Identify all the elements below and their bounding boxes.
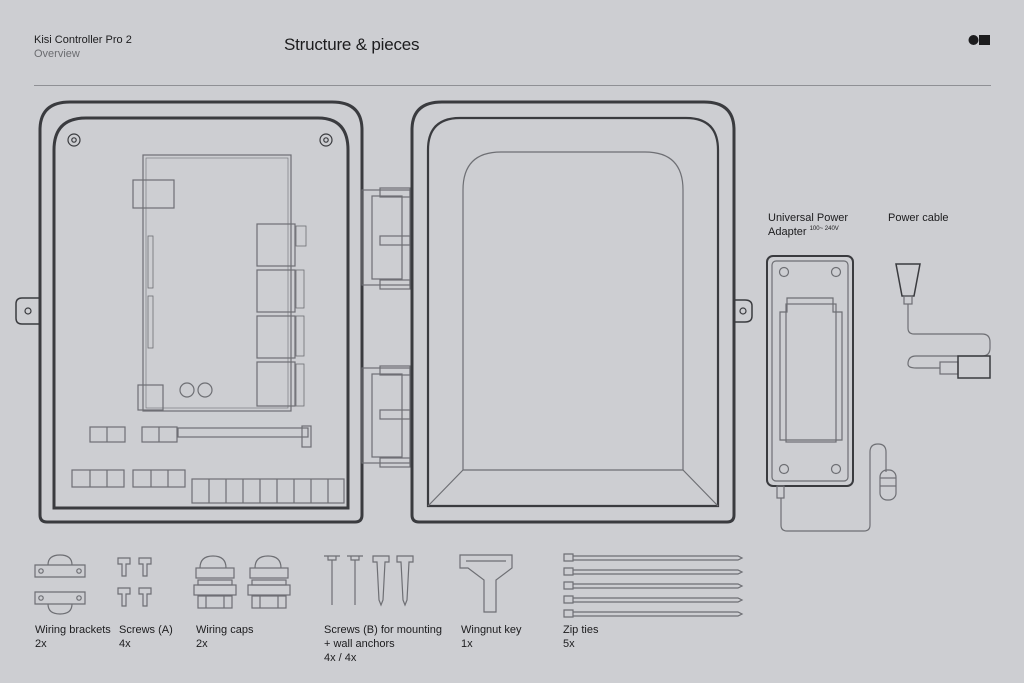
enclosure-lid (410, 100, 753, 524)
part-wingnut-key: Wingnut key 1x (461, 624, 522, 650)
product-heading: Kisi Controller Pro 2 Overview (34, 33, 132, 61)
wiring-brackets-drawing (34, 554, 86, 615)
part-wiring-brackets: Wiring brackets 2x (35, 624, 111, 650)
section-name: Overview (34, 48, 80, 60)
part-screws-a: Screws (A) 4x (119, 624, 173, 650)
wingnut-key-drawing (459, 554, 513, 613)
header-divider (34, 85, 991, 86)
adapter-voltage: 100~ 240V (809, 226, 839, 232)
power-cable (895, 263, 991, 379)
screws-a-drawing (117, 557, 152, 607)
screws-b-drawing (324, 555, 414, 607)
part-wiring-caps: Wiring caps 2x (196, 624, 254, 650)
power-adapter (766, 255, 897, 532)
hinges (361, 187, 411, 468)
power-cable-label: Power cable (888, 212, 949, 224)
terminal-blocks (71, 425, 345, 504)
part-zip-ties: Zip ties 5x (563, 624, 599, 650)
controller-board (132, 154, 307, 412)
wiring-caps-drawing (193, 555, 291, 609)
kisi-logo-icon (968, 35, 990, 45)
enclosure-base (15, 100, 364, 524)
part-screws-b: Screws (B) for mounting + wall anchors 4… (324, 624, 442, 664)
page-title: Structure & pieces (284, 35, 420, 54)
adapter-label: Universal Power Adapter 100~ 240V (768, 212, 849, 238)
product-name: Kisi Controller Pro 2 (34, 34, 132, 46)
zip-ties-drawing (563, 553, 744, 618)
